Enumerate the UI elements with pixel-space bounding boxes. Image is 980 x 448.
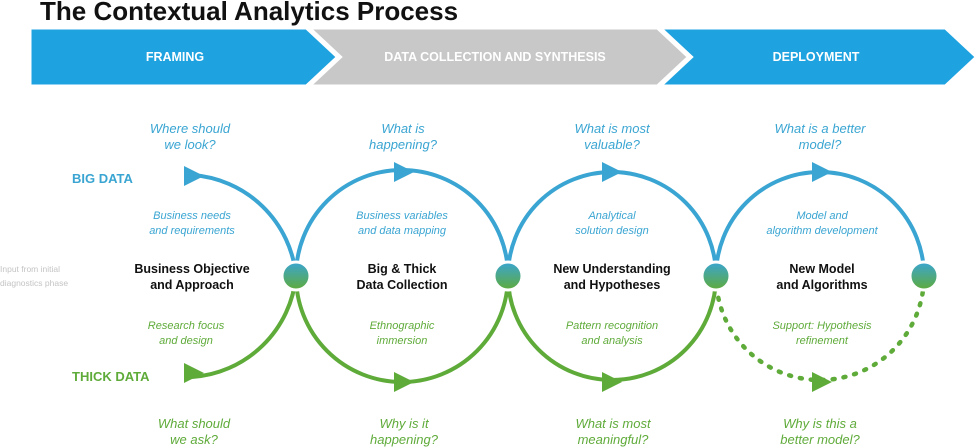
stage4-bottom-sub-line2: refinement (796, 335, 849, 347)
stage3-top-sub-line2: solution design (575, 225, 648, 237)
arrowhead-blue-3 (602, 162, 622, 182)
stage4-name-line1: New Model (789, 262, 854, 276)
stage3-bottom-question-line1: What is most (575, 416, 652, 431)
stage-4: What is a better model? Model and algori… (766, 121, 878, 447)
node-1 (280, 260, 312, 292)
arrowhead-green-3 (602, 372, 622, 392)
stage4-bottom-sub-line1: Support: Hypothesis (772, 320, 872, 332)
stage3-bottom-sub-line1: Pattern recognition (566, 320, 658, 332)
stage4-bottom-question-line1: Why is this a (783, 416, 857, 431)
stage3-name-line2: and Hypotheses (564, 278, 661, 292)
stage2-top-sub-line1: Business variables (356, 210, 448, 222)
stage2-bottom-question-line1: Why is it (379, 416, 430, 431)
stage1-bottom-question-line2: we ask? (170, 432, 218, 447)
stage1-top-sub-line2: and requirements (149, 225, 235, 237)
stage3-top-sub-line1: Analytical (587, 210, 636, 222)
phase-label-deployment: DEPLOYMENT (773, 50, 860, 64)
stage-2: What is happening? Business variables an… (356, 121, 448, 447)
stage-1: Where should we look? Business needs and… (134, 121, 249, 447)
input-note-line1: Input from initial (0, 264, 60, 274)
arrowhead-green-2 (394, 372, 414, 392)
stage4-top-sub-line1: Model and (796, 210, 848, 222)
arrowhead-green-4 (812, 372, 832, 392)
stage3-top-question-line2: valuable? (584, 137, 640, 152)
arrowheads (184, 162, 832, 392)
arrowhead-green-1 (184, 363, 204, 383)
phase-arrow-framing (30, 28, 337, 86)
stage2-top-question-line1: What is (381, 121, 425, 136)
thick-data-label: THICK DATA (72, 369, 150, 384)
phase-label-framing: FRAMING (146, 50, 204, 64)
stage2-top-question-line2: happening? (369, 137, 438, 152)
stage3-name-line1: New Understanding (553, 262, 670, 276)
stage2-bottom-sub-line1: Ethnographic (370, 320, 435, 332)
stage4-top-question-line1: What is a better (774, 121, 866, 136)
stage1-top-sub-line1: Business needs (153, 210, 231, 222)
big-data-arc-stage4 (714, 170, 926, 277)
phase-label-data-collection: DATA COLLECTION AND SYNTHESIS (384, 50, 606, 64)
stage3-bottom-sub-line2: and analysis (581, 335, 643, 347)
node-2 (492, 260, 524, 292)
stage4-name-line2: and Algorithms (776, 278, 867, 292)
stage1-top-question-line2: we look? (164, 137, 216, 152)
phase-arrow-deployment (661, 28, 976, 86)
big-data-arc-stage1 (191, 173, 298, 277)
stage3-bottom-question-line2: meaningful? (578, 432, 650, 447)
stage2-name-line1: Big & Thick (368, 262, 437, 276)
input-note-line2: diagnostics phase (0, 278, 68, 288)
stage1-bottom-sub-line2: and design (159, 335, 213, 347)
stage2-top-sub-line2: and data mapping (358, 225, 447, 237)
arrowhead-blue-4 (812, 162, 832, 182)
node-4 (908, 260, 940, 292)
phase-banner: FRAMING DATA COLLECTION AND SYNTHESIS DE… (30, 28, 976, 86)
stage1-top-question-line1: Where should (150, 121, 231, 136)
stage4-bottom-question-line2: better model? (780, 432, 860, 447)
big-data-arc-stage3 (506, 170, 718, 277)
stage2-name-line2: Data Collection (357, 278, 448, 292)
stage1-name-line2: and Approach (150, 278, 234, 292)
node-3 (700, 260, 732, 292)
process-nodes (280, 260, 940, 292)
stage1-bottom-question-line1: What should (158, 416, 231, 431)
big-data-label: BIG DATA (72, 171, 134, 186)
page-title: The Contextual Analytics Process (40, 0, 458, 26)
phase-arrow-data-collection (310, 28, 688, 86)
stage-3: What is most valuable? Analytical soluti… (553, 121, 670, 447)
thick-data-arc-stage1 (191, 275, 298, 379)
stage4-top-question-line2: model? (799, 137, 842, 152)
arrowhead-blue-1 (184, 166, 204, 186)
stage2-bottom-sub-line2: immersion (377, 335, 428, 347)
stage1-bottom-sub-line1: Research focus (148, 320, 225, 332)
stage2-bottom-question-line2: happening? (370, 432, 439, 447)
arrowhead-blue-2 (394, 162, 414, 182)
stage3-top-question-line1: What is most (574, 121, 651, 136)
stage1-name-line1: Business Objective (134, 262, 249, 276)
stage4-top-sub-line2: algorithm development (766, 225, 878, 237)
big-data-arc-stage2 (294, 168, 510, 277)
